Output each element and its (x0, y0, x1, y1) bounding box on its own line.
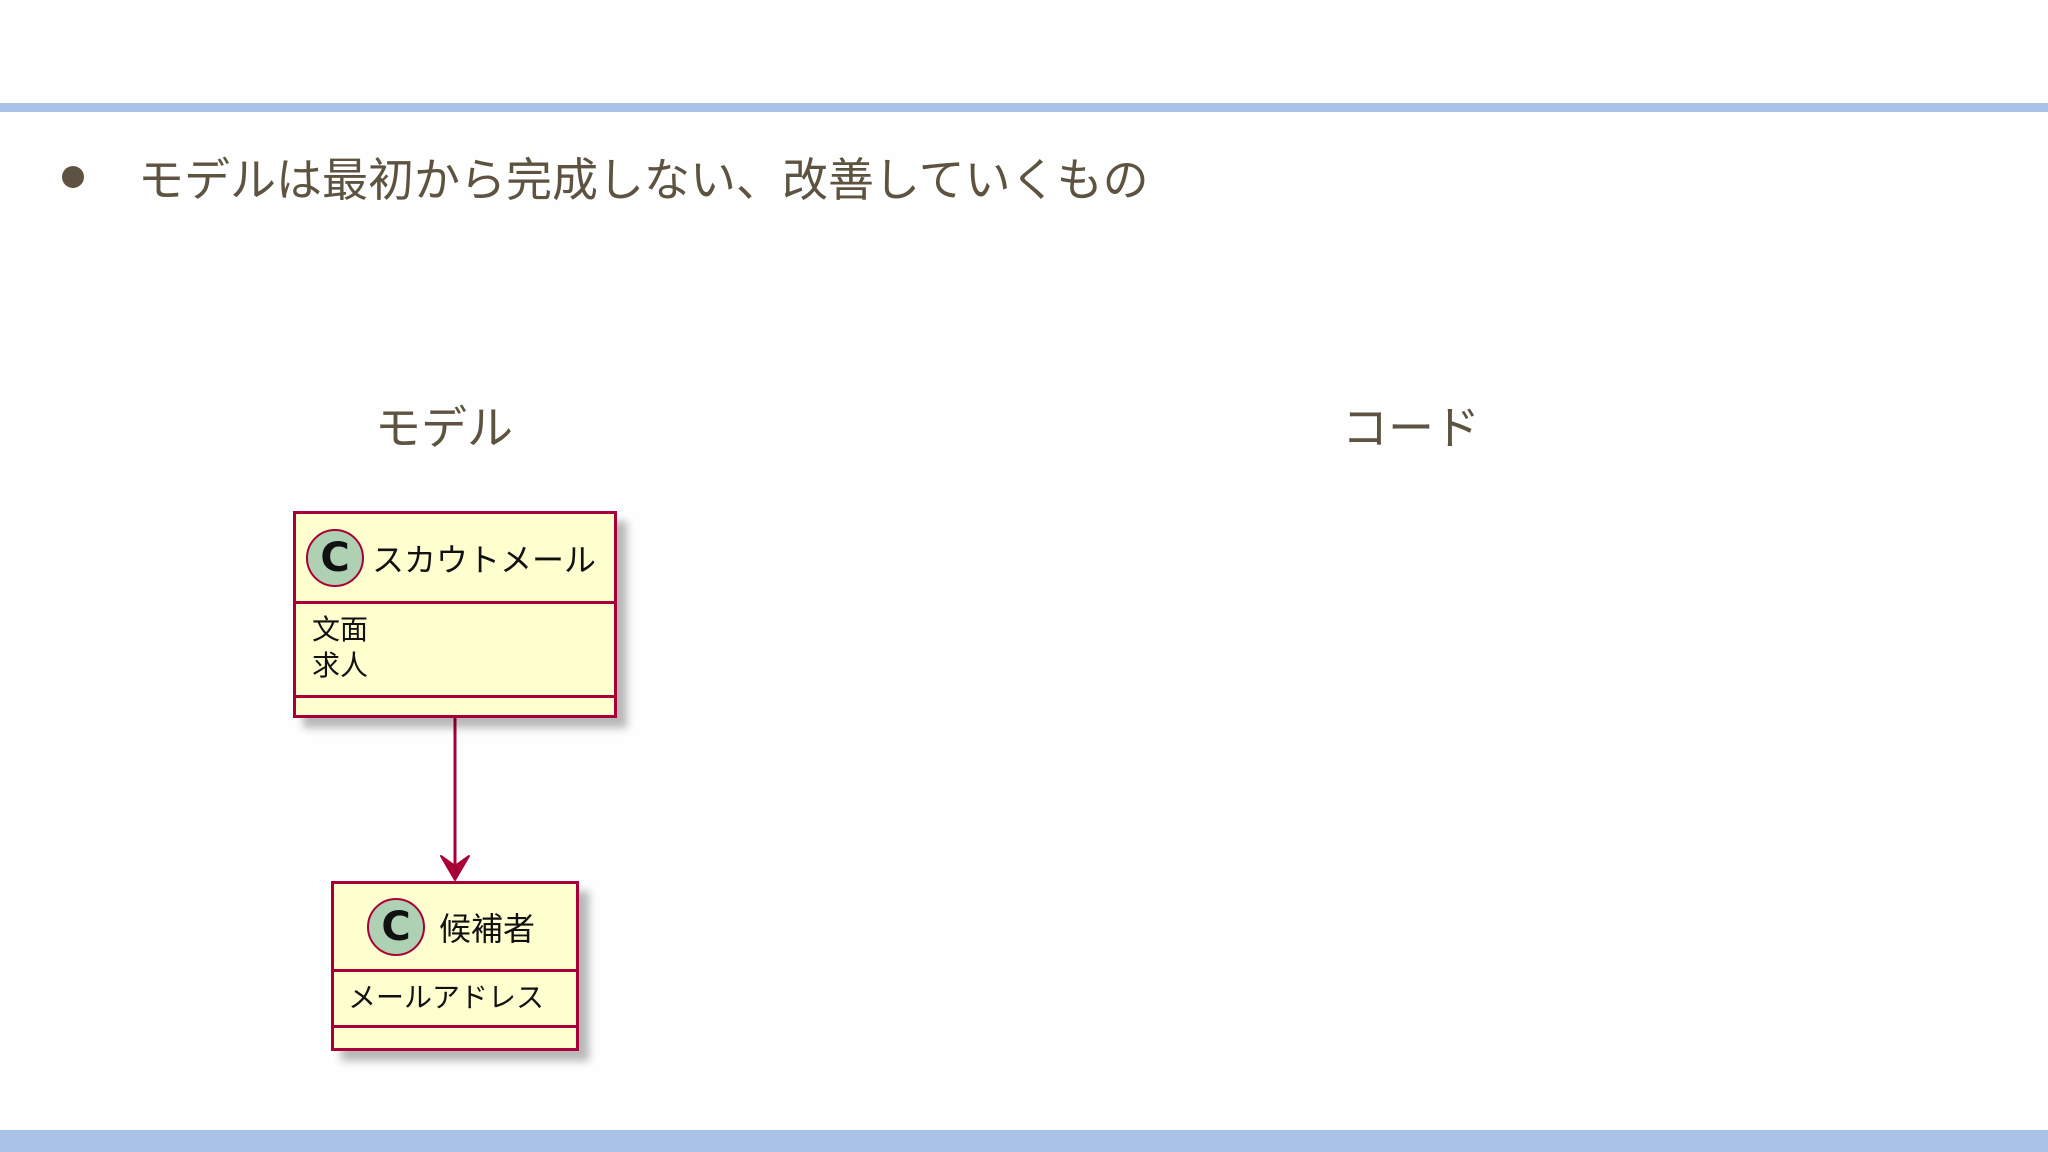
footer-rule (0, 1130, 2048, 1152)
association-arrowhead-icon (440, 855, 470, 881)
class-name: スカウトメール (372, 540, 597, 579)
class-box-scout-mail: C スカウトメール 文面 求人 (293, 511, 617, 718)
class-attributes: 文面 求人 (296, 604, 614, 698)
class-stereotype-icon: C (306, 528, 364, 587)
bullet-item: モデルは最初から完成しない、改善していくもの (62, 142, 1149, 212)
class-attribute: 求人 (312, 649, 369, 682)
bullet-text: モデルは最初から完成しない、改善していくもの (138, 153, 1149, 207)
code-label: コード (1342, 401, 1480, 455)
class-attributes: メールアドレス (334, 972, 576, 1028)
class-methods (334, 1028, 576, 1048)
model-label: モデル (375, 401, 513, 455)
class-header: C 候補者 (334, 884, 576, 972)
bullet-dot-icon (62, 166, 84, 188)
class-methods (296, 698, 614, 715)
class-attribute: 文面 (312, 613, 369, 646)
class-attribute: メールアドレス (348, 981, 545, 1014)
class-box-candidate: C 候補者 メールアドレス (331, 881, 579, 1051)
class-name: 候補者 (439, 909, 536, 948)
class-header: C スカウトメール (296, 514, 614, 604)
header-rule (0, 103, 2048, 112)
class-stereotype-icon: C (367, 897, 425, 956)
